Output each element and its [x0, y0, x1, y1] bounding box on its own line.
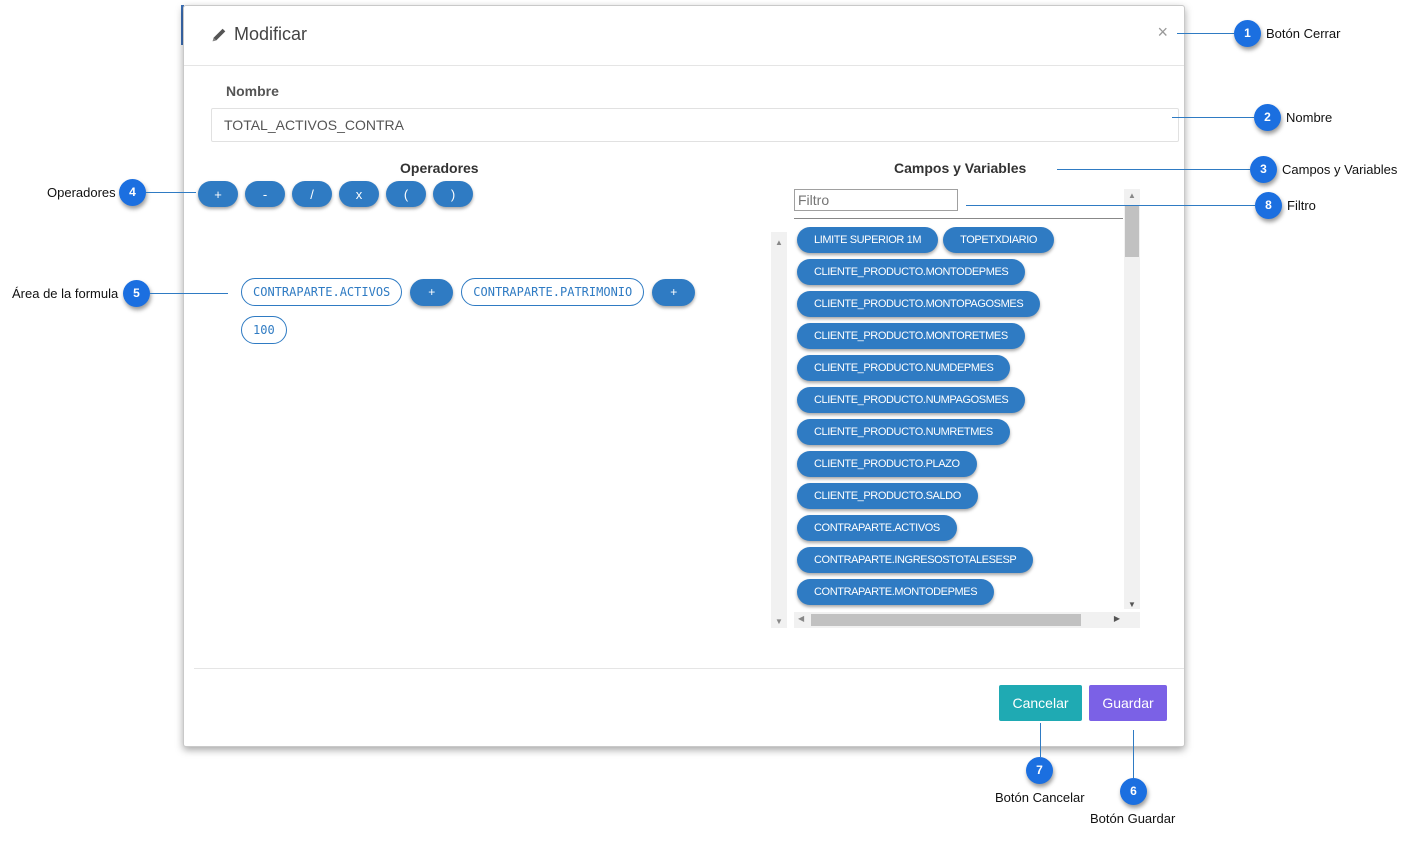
scroll-right-arrow-icon[interactable]: ▶ [1113, 614, 1120, 623]
callout-label: Botón Cancelar [995, 790, 1085, 805]
callout-badge: 6 [1120, 778, 1147, 805]
callout-badge: 3 [1250, 156, 1277, 183]
fields-heading: Campos y Variables [894, 160, 1027, 176]
close-button[interactable]: × [1157, 22, 1168, 42]
field-chip[interactable]: CLIENTE_PRODUCTO.PLAZO [797, 451, 977, 477]
formula-token[interactable]: CONTRAPARTE.ACTIVOS [241, 278, 403, 306]
name-input-value: TOTAL_ACTIVOS_CONTRA [224, 117, 404, 133]
footer-divider [194, 668, 1184, 669]
pencil-icon [212, 28, 226, 41]
callout-line [966, 205, 1255, 206]
operator-minus-button[interactable]: - [245, 181, 285, 207]
callout-badge: 4 [119, 179, 146, 206]
modify-dialog: Modificar × Nombre TOTAL_ACTIVOS_CONTRA … [183, 5, 1185, 747]
field-chip[interactable]: CLIENTE_PRODUCTO.SALDO [797, 483, 978, 509]
callout-line [1172, 117, 1254, 118]
fields-horizontal-scrollbar[interactable]: ◀ ▶ [794, 612, 1140, 628]
filter-input[interactable] [794, 189, 958, 211]
callout-badge: 8 [1255, 192, 1282, 219]
save-button[interactable]: Guardar [1089, 685, 1167, 721]
callout-line [150, 293, 228, 294]
callout-badge: 2 [1254, 104, 1281, 131]
field-chip[interactable]: CLIENTE_PRODUCTO.MONTORETMES [797, 323, 1025, 349]
callout-line [146, 192, 196, 193]
scroll-thumb[interactable] [1125, 205, 1139, 257]
scroll-down-arrow-icon[interactable]: ▼ [775, 617, 783, 626]
fields-list: LIMITE SUPERIOR 1M TOPETXDIARIO CLIENTE_… [794, 227, 1124, 613]
formula-operator-token[interactable]: + [652, 278, 696, 306]
dialog-title: Modificar [210, 24, 307, 45]
operators-bar: + - / x ( ) [198, 181, 473, 207]
callout-line [1177, 33, 1234, 34]
callout-line [1040, 723, 1041, 757]
field-chip[interactable]: CONTRAPARTE.MONTODEPMES [797, 579, 995, 605]
operator-plus-button[interactable]: + [198, 181, 238, 207]
background-page-edge [181, 5, 184, 45]
formula-scrollbar[interactable]: ▲ ▼ [771, 232, 787, 628]
name-input[interactable]: TOTAL_ACTIVOS_CONTRA [211, 108, 1179, 142]
formula-token[interactable]: CONTRAPARTE.PATRIMONIO [461, 278, 645, 306]
callout-label: Botón Cerrar [1266, 26, 1341, 41]
callout-badge: 5 [123, 280, 150, 307]
operator-close-paren-button[interactable]: ) [433, 181, 473, 207]
formula-operator-token[interactable]: + [410, 278, 454, 306]
dialog-title-text: Modificar [234, 24, 308, 44]
field-chip[interactable]: CLIENTE_PRODUCTO.NUMDEPMES [797, 355, 1011, 381]
fields-vertical-scrollbar[interactable]: ▲ ▼ [1124, 189, 1140, 609]
field-chip[interactable]: CONTRAPARTE.ACTIVOS [797, 515, 957, 541]
operators-heading: Operadores [400, 160, 479, 176]
callout-badge: 7 [1026, 757, 1053, 784]
field-chip[interactable]: CONTRAPARTE.INGRESOSTOTALESESP [797, 547, 1034, 573]
field-chip[interactable]: LIMITE SUPERIOR 1M [797, 227, 939, 253]
cancel-button[interactable]: Cancelar [999, 685, 1082, 721]
callout-label: Campos y Variables [1282, 162, 1398, 177]
callout-label: Nombre [1286, 110, 1333, 125]
scroll-down-arrow-icon[interactable]: ▼ [1128, 600, 1136, 609]
callout-badge: 1 [1234, 20, 1261, 47]
operator-open-paren-button[interactable]: ( [386, 181, 426, 207]
field-chip[interactable]: CLIENTE_PRODUCTO.MONTODEPMES [797, 259, 1026, 285]
scroll-thumb[interactable] [811, 614, 1081, 626]
callout-line [1057, 169, 1250, 170]
scroll-up-arrow-icon[interactable]: ▲ [775, 238, 783, 247]
field-chip[interactable]: CLIENTE_PRODUCTO.MONTOPAGOSMES [797, 291, 1041, 317]
formula-token[interactable]: 100 [241, 316, 287, 344]
field-chip[interactable]: CLIENTE_PRODUCTO.NUMRETMES [797, 419, 1010, 445]
callout-label: Área de la formula [12, 286, 119, 301]
operator-divide-button[interactable]: / [292, 181, 332, 207]
name-label: Nombre [226, 83, 279, 99]
field-chip[interactable]: TOPETXDIARIO [943, 227, 1055, 253]
field-chip[interactable]: CLIENTE_PRODUCTO.NUMPAGOSMES [797, 387, 1026, 413]
scroll-up-arrow-icon[interactable]: ▲ [1128, 191, 1136, 200]
dialog-header: Modificar × [184, 6, 1184, 66]
scroll-left-arrow-icon[interactable]: ◀ [798, 614, 805, 623]
callout-line [1133, 730, 1134, 778]
operator-multiply-button[interactable]: x [339, 181, 379, 207]
callout-label: Operadores [47, 185, 116, 200]
callout-label: Botón Guardar [1090, 811, 1176, 826]
formula-area[interactable]: CONTRAPARTE.ACTIVOS + CONTRAPARTE.PATRIM… [241, 278, 741, 354]
filter-divider [794, 218, 1123, 219]
callout-label: Filtro [1287, 198, 1316, 213]
